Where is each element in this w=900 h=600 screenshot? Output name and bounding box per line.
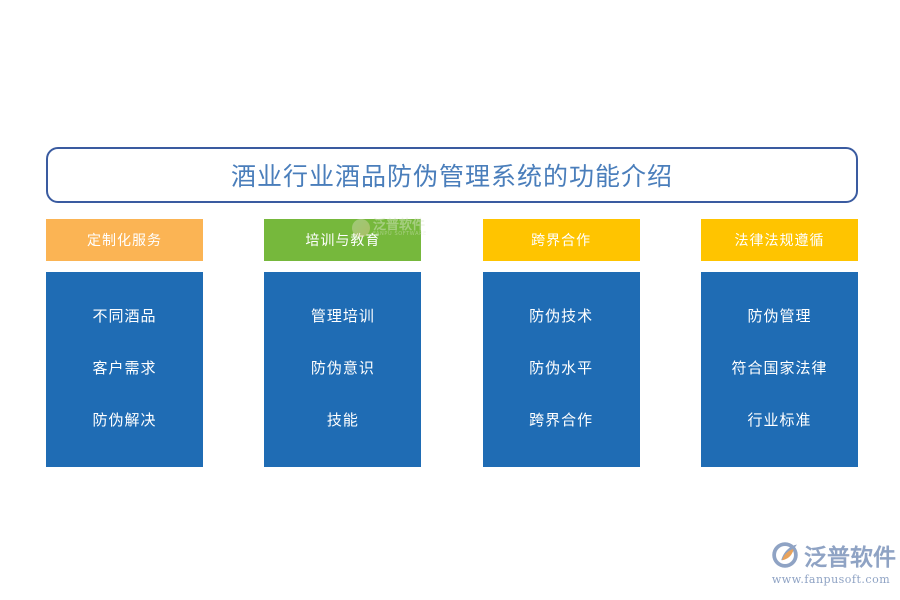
list-item[interactable]: 防伪解决 xyxy=(92,410,157,429)
column-training: 培训与教育 管理培训 防伪意识 技能 xyxy=(264,219,422,467)
list-item[interactable]: 客户需求 xyxy=(92,358,157,377)
brand-logo: 泛普软件 www.fanpusoft.com xyxy=(770,538,896,586)
list-item[interactable]: 防伪技术 xyxy=(529,307,594,326)
list-item[interactable]: 防伪水平 xyxy=(529,358,594,377)
column-body-4: 防伪管理 符合国家法律 行业标准 xyxy=(700,272,858,467)
list-item[interactable]: 防伪意识 xyxy=(310,358,375,377)
brand-url: www.fanpusoft.com xyxy=(771,573,891,586)
column-customization: 定制化服务 不同酒品 客户需求 防伪解决 xyxy=(46,219,203,467)
diagram-title-box: 酒业行业酒品防伪管理系统的功能介绍 xyxy=(46,147,858,203)
column-body-3: 防伪技术 防伪水平 跨界合作 xyxy=(482,272,640,467)
column-header-4[interactable]: 法律法规遵循 xyxy=(700,219,858,261)
column-header-2[interactable]: 培训与教育 xyxy=(264,219,422,261)
list-item[interactable]: 跨界合作 xyxy=(529,410,594,429)
column-compliance: 法律法规遵循 防伪管理 符合国家法律 行业标准 xyxy=(700,219,858,467)
column-cooperation: 跨界合作 防伪技术 防伪水平 跨界合作 xyxy=(482,219,640,467)
column-header-1[interactable]: 定制化服务 xyxy=(46,219,203,261)
fanpu-logo-icon xyxy=(772,542,798,568)
column-group: 定制化服务 不同酒品 客户需求 防伪解决 培训与教育 管理培训 防伪意识 技能 … xyxy=(46,219,858,467)
brand-logo-row: 泛普软件 xyxy=(770,538,896,572)
list-item[interactable]: 不同酒品 xyxy=(92,307,157,326)
list-item[interactable]: 防伪管理 xyxy=(747,307,812,326)
column-body-1: 不同酒品 客户需求 防伪解决 xyxy=(46,272,203,467)
brand-name: 泛普软件 xyxy=(804,545,896,571)
page-title: 酒业行业酒品防伪管理系统的功能介绍 xyxy=(230,162,673,191)
list-item[interactable]: 行业标准 xyxy=(747,410,812,429)
list-item[interactable]: 符合国家法律 xyxy=(731,358,828,377)
column-body-2: 管理培训 防伪意识 技能 xyxy=(264,272,422,467)
column-header-3[interactable]: 跨界合作 xyxy=(482,219,640,261)
list-item[interactable]: 管理培训 xyxy=(310,307,375,326)
list-item[interactable]: 技能 xyxy=(326,410,359,429)
